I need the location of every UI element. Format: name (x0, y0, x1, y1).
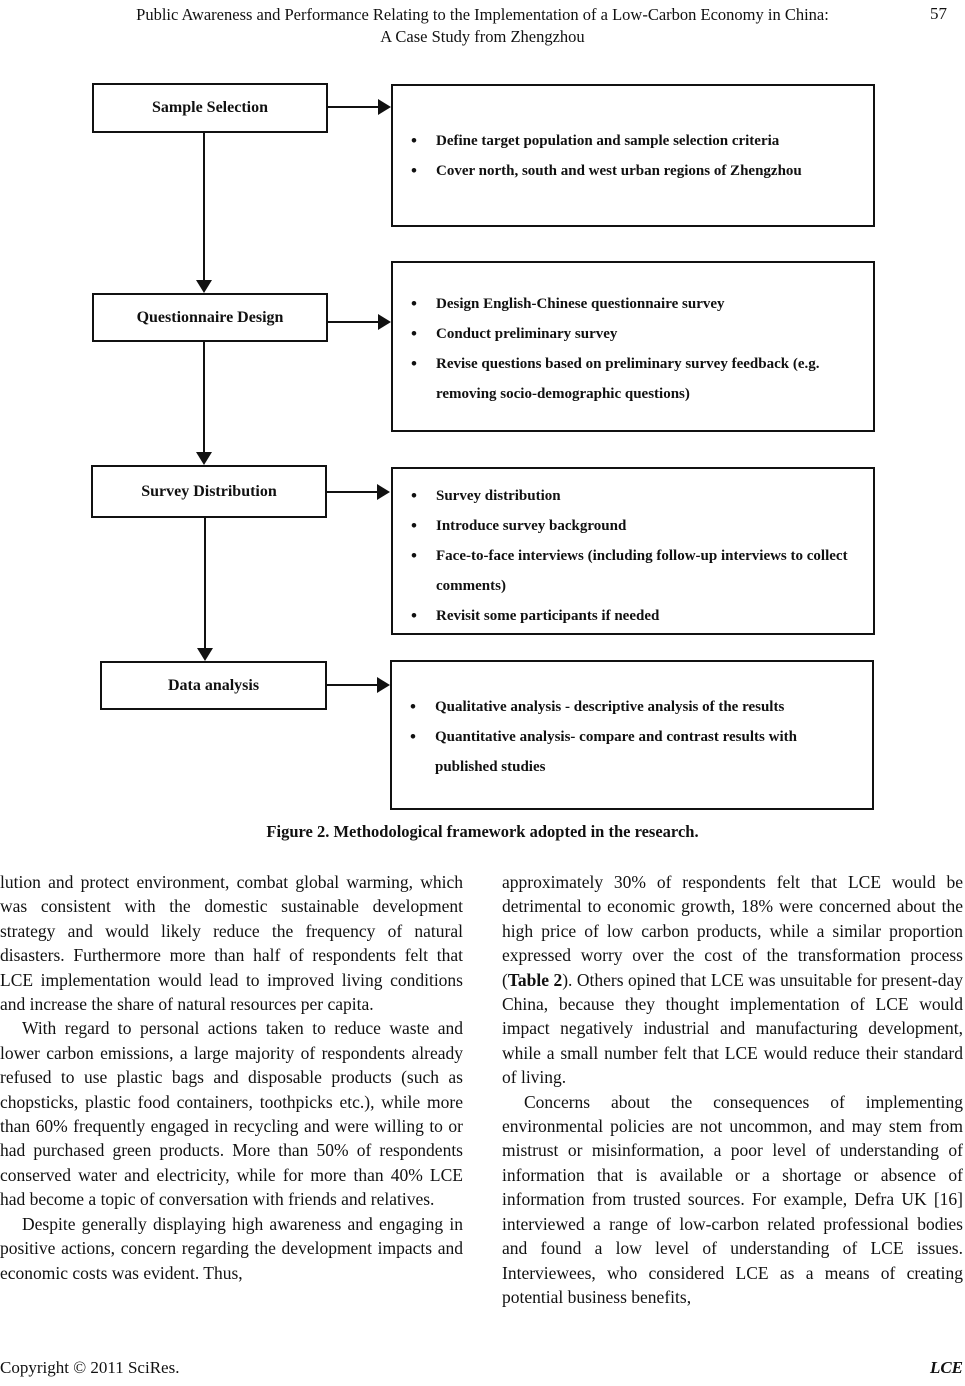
page-number: 57 (930, 4, 947, 23)
table-reference: Table 2 (507, 969, 563, 990)
right-arrow-connector (328, 106, 378, 108)
detail-box-survey-distribution: Survey distribution Introduce survey bac… (391, 467, 875, 635)
step-label: Questionnaire Design (136, 308, 284, 326)
paragraph-text: ). Others opined that LCE was unsuitable… (502, 969, 963, 1088)
journal-abbreviation: LCE (929, 1358, 963, 1377)
right-arrowhead-icon (378, 314, 391, 330)
bullet-item: Revise questions based on preliminary su… (411, 349, 861, 409)
body-left-column: lution and protect environment, combat g… (0, 870, 463, 1285)
bullet-item: Cover north, south and west urban region… (411, 156, 861, 186)
down-arrow-connector (204, 518, 206, 648)
right-arrowhead-icon (378, 99, 391, 115)
step-box-questionnaire-design: Questionnaire Design (92, 293, 328, 342)
bullet-item: Revisit some participants if needed (411, 601, 861, 631)
step-box-sample-selection: Sample Selection (92, 83, 328, 133)
header-title-line2: A Case Study from Zhengzhou (380, 27, 585, 46)
down-arrow-connector (203, 133, 205, 280)
body-right-column: approximately 30% of respondents felt th… (502, 870, 963, 1309)
step-label: Survey Distribution (141, 482, 277, 500)
bullet-item: Face-to-face interviews (including follo… (411, 541, 861, 601)
right-arrowhead-icon (377, 677, 390, 693)
paragraph: approximately 30% of respondents felt th… (502, 870, 963, 1090)
right-arrow-connector (327, 491, 377, 493)
bullet-item: Design English-Chinese questionnaire sur… (411, 289, 861, 319)
step-label: Data analysis (167, 676, 260, 694)
step-box-data-analysis: Data analysis (100, 661, 327, 710)
bullet-item: Conduct preliminary survey (411, 319, 861, 349)
step-label: Sample Selection (152, 99, 268, 116)
paragraph: Despite generally displaying high awaren… (0, 1213, 463, 1283)
right-arrow-connector (327, 684, 377, 686)
bullet-item: Survey distribution (411, 481, 861, 511)
down-arrowhead-icon (196, 280, 212, 293)
paragraph: lution and protect environment, combat g… (0, 872, 463, 1015)
figure-caption: Figure 2. Methodological framework adopt… (266, 822, 699, 841)
down-arrowhead-icon (196, 452, 212, 465)
detail-box-data-analysis: Qualitative analysis - descriptive analy… (390, 660, 874, 810)
header-title-line1: Public Awareness and Performance Relatin… (136, 5, 829, 24)
bullet-item: Define target population and sample sele… (411, 126, 861, 156)
bullet-item: Quantitative analysis- compare and contr… (410, 722, 860, 782)
paragraph: With regard to personal actions taken to… (0, 1018, 463, 1210)
down-arrow-connector (203, 342, 205, 452)
right-arrowhead-icon (377, 484, 390, 500)
paragraph-text: approximately 30% of respondents felt th… (502, 872, 963, 990)
bullet-item: Qualitative analysis - descriptive analy… (410, 692, 860, 722)
down-arrowhead-icon (197, 648, 213, 661)
paragraph: Concerns about the consequences of imple… (502, 1091, 963, 1307)
step-box-survey-distribution: Survey Distribution (91, 465, 327, 518)
copyright-notice: Copyright © 2011 SciRes. (0, 1358, 180, 1377)
detail-box-questionnaire-design: Design English-Chinese questionnaire sur… (391, 261, 875, 432)
running-head: Public Awareness and Performance Relatin… (0, 4, 965, 48)
bullet-item: Introduce survey background (411, 511, 861, 541)
right-arrow-connector (328, 321, 378, 323)
detail-box-sample-selection: Define target population and sample sele… (391, 84, 875, 227)
